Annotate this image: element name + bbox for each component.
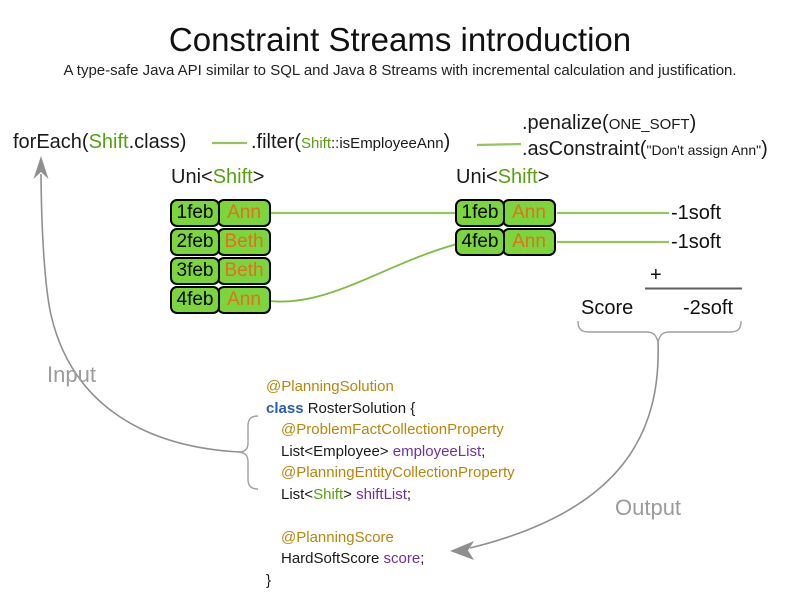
code-token: ; <box>406 485 412 503</box>
uni-pre: Uni< <box>456 166 498 188</box>
filter-type: Shift <box>301 135 332 152</box>
uni-post: > <box>252 166 265 188</box>
code-line: HardSoftScore score; <box>266 548 515 570</box>
foreach-post: .class) <box>128 131 187 153</box>
score-label: Score <box>581 297 634 319</box>
code-token: List< <box>281 485 314 503</box>
shift-date-cell: 4feb <box>455 228 505 256</box>
output-label: Output <box>615 495 682 520</box>
shift-date-cell: 1feb <box>170 199 220 227</box>
filter-penalize-connector <box>476 142 522 147</box>
code-token: } <box>266 571 272 589</box>
input-arrowhead <box>33 156 49 179</box>
foreach-pre: forEach( <box>13 131 89 153</box>
slide-title: Constraint Streams introduction <box>168 21 632 58</box>
slide-subtitle: A type-safe Java API similar to SQL and … <box>63 62 737 79</box>
foreach-type: Shift <box>88 131 129 153</box>
penalty-label: -1soft <box>671 231 722 253</box>
shift-employee-cell: Ann <box>502 199 556 227</box>
shift-date-cell: 1feb <box>455 199 505 227</box>
type-token: Shift <box>313 485 344 503</box>
uni-type: Shift <box>212 166 253 188</box>
output-arrowhead <box>450 541 474 560</box>
field-token: shiftList <box>356 485 407 503</box>
roster-solution-code: @PlanningSolution class RosterSolution {… <box>266 376 515 591</box>
shift-row: 1feb Ann <box>455 199 556 227</box>
code-line: @PlanningSolution <box>266 376 515 398</box>
code-blank-line <box>266 505 515 527</box>
asconstraint-post: ) <box>761 138 768 160</box>
shift-date-cell: 3feb <box>170 257 220 285</box>
annotation-token: @ProblemFactCollectionProperty <box>281 421 504 438</box>
shift-date-cell: 2feb <box>170 228 220 256</box>
shift-employee-cell: Ann <box>502 228 556 256</box>
code-line: } <box>266 570 515 592</box>
code-token: List<Employee> <box>281 442 393 460</box>
shift-row: 2feb Beth <box>170 228 271 256</box>
penalize-arg: ONE_SOFT <box>608 116 690 133</box>
output-arrow <box>469 341 659 549</box>
input-arrow <box>40 173 241 453</box>
code-group-brace <box>238 415 259 490</box>
code-token: RosterSolution { <box>303 399 416 417</box>
penalize-post: ) <box>689 112 697 134</box>
shift-row: 4feb Ann <box>455 228 556 256</box>
penalize-call: .penalize(ONE_SOFT) <box>522 112 696 135</box>
code-token: > <box>343 485 357 503</box>
penalize-pre: .penalize( <box>522 112 609 134</box>
shift-employee-cell: Beth <box>217 228 271 256</box>
shift-employee-cell: Ann <box>217 286 271 314</box>
shift-date-cell: 4feb <box>170 286 220 314</box>
uni-shift-label-right: Uni<Shift> <box>456 166 549 189</box>
uni-type: Shift <box>497 166 538 188</box>
keyword-token: class <box>266 399 304 417</box>
penalty-label: -1soft <box>671 202 722 224</box>
filter-post: ) <box>443 131 451 153</box>
code-line: List<Shift> shiftList; <box>266 484 515 506</box>
foreach-call: forEach(Shift.class) <box>13 131 186 154</box>
annotation-token: @PlanningScore <box>281 528 394 546</box>
input-label: Input <box>47 362 96 387</box>
match-curve-4feb <box>268 243 458 303</box>
uni-pre: Uni< <box>171 166 213 188</box>
code-line: @ProblemFactCollectionProperty <box>266 419 515 441</box>
code-token: ; <box>481 442 486 460</box>
filter-call: .filter(Shift::isEmployeeAnn) <box>251 131 450 154</box>
shift-row: 1feb Ann <box>170 199 271 227</box>
asconstraint-arg: "Don't assign Ann" <box>646 142 762 158</box>
field-token: score <box>383 550 421 567</box>
code-line: @PlanningScore <box>266 527 515 549</box>
uni-post: > <box>537 166 550 188</box>
plus-sign: + <box>650 264 662 286</box>
code-line: @PlanningEntityCollectionProperty <box>266 462 515 484</box>
score-group-brace <box>577 320 742 345</box>
asconstraint-call: .asConstraint("Don't assign Ann") <box>522 138 768 161</box>
score-total: -2soft <box>683 297 734 319</box>
annotation-token: @PlanningEntityCollectionProperty <box>281 464 515 481</box>
filter-method: ::isEmployeeAnn <box>331 135 444 152</box>
shift-employee-cell: Beth <box>217 257 271 285</box>
code-token: HardSoftScore <box>281 550 384 567</box>
code-line: List<Employee> employeeList; <box>266 441 515 463</box>
code-line: class RosterSolution { <box>266 398 515 420</box>
shift-row: 3feb Beth <box>170 257 271 285</box>
annotation-token: @PlanningSolution <box>266 378 394 395</box>
field-token: employeeList <box>392 442 482 460</box>
uni-shift-label-left: Uni<Shift> <box>171 166 264 189</box>
shift-row: 4feb Ann <box>170 286 271 314</box>
code-token: ; <box>420 550 425 567</box>
filter-pre: .filter( <box>251 131 301 153</box>
shift-employee-cell: Ann <box>217 199 271 227</box>
asconstraint-pre: .asConstraint( <box>522 138 647 160</box>
